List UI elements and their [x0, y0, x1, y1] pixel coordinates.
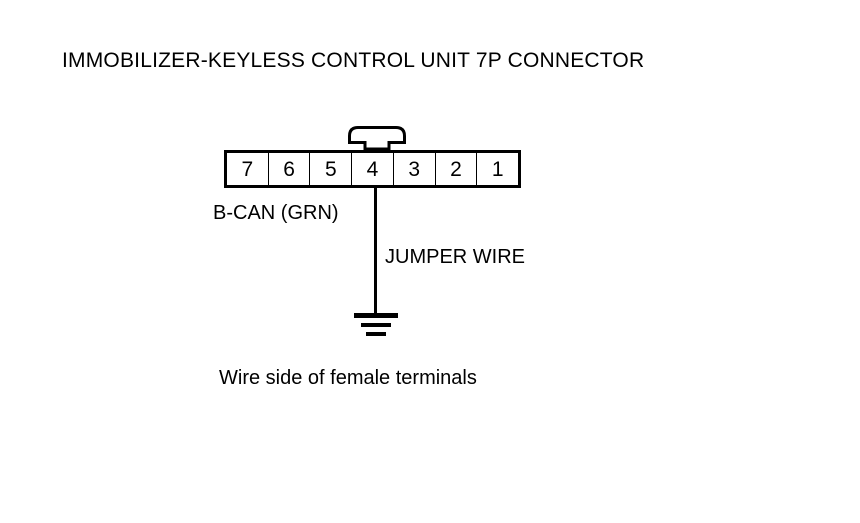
terminal-cell[interactable]: 5	[310, 153, 353, 185]
terminal-cell[interactable]: 6	[269, 153, 311, 185]
page-title: IMMOBILIZER-KEYLESS CONTROL UNIT 7P CONN…	[62, 49, 645, 72]
terminal-box: 7 6 5 4 3 2 1	[224, 150, 521, 188]
circuit-label-bcan: B-CAN (GRN)	[213, 202, 339, 224]
jumper-wire-label: JUMPER WIRE	[385, 246, 525, 268]
diagram-caption: Wire side of female terminals	[219, 367, 477, 389]
terminal-cell[interactable]: 3	[394, 153, 436, 185]
connector-latch-icon	[345, 122, 409, 150]
jumper-wire-line	[374, 186, 377, 316]
ground-symbol-icon	[350, 313, 402, 337]
ground-bar-middle	[361, 323, 391, 327]
connector-assembly: 7 6 5 4 3 2 1	[224, 122, 521, 188]
terminal-cell[interactable]: 7	[227, 153, 269, 185]
ground-bar-bottom	[366, 332, 386, 336]
terminal-cell[interactable]: 4	[352, 153, 394, 185]
ground-bar-top	[354, 313, 398, 318]
terminal-cell[interactable]: 1	[491, 157, 504, 181]
terminal-cell[interactable]: 2	[436, 153, 478, 185]
